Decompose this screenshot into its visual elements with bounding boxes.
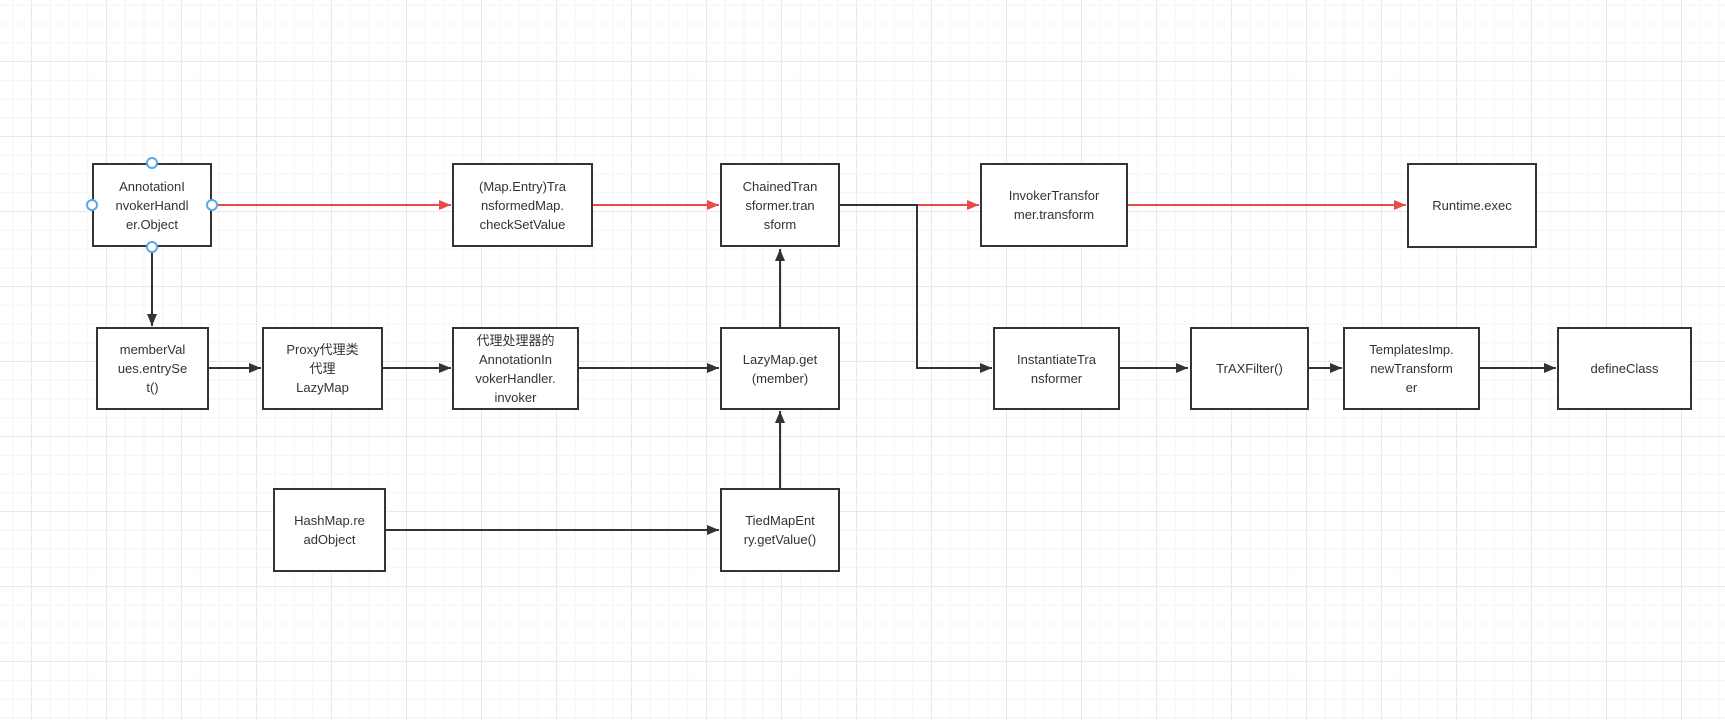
node-label: Runtime.exec bbox=[1432, 198, 1512, 213]
node-runtime-exec[interactable]: Runtime.exec bbox=[1407, 163, 1537, 248]
node-invokertransformer-transform[interactable]: InvokerTransfor mer.transform bbox=[980, 163, 1128, 247]
node-traxfilter[interactable]: TrAXFilter() bbox=[1190, 327, 1309, 410]
node-templatesimp-newtransformer[interactable]: TemplatesImp. newTransform er bbox=[1343, 327, 1480, 410]
node-label: InvokerTransfor mer.transform bbox=[1008, 188, 1100, 222]
node-defineclass[interactable]: defineClass bbox=[1557, 327, 1692, 410]
connection-handle-bottom[interactable] bbox=[146, 241, 158, 253]
node-annotation-invoker-handler-object[interactable]: AnnotationI nvokerHandl er.Object bbox=[92, 163, 212, 247]
node-label: ChainedTran sformer.tran sform bbox=[742, 178, 818, 232]
edge-chainedtransformer-to-instantiatetransformer[interactable] bbox=[840, 204, 992, 373]
node-label: HashMap.re adObject bbox=[294, 513, 365, 547]
node-proxy-lazymap[interactable]: Proxy代理类 代理 LazyMap bbox=[262, 327, 383, 410]
node-hashmap-readobject[interactable]: HashMap.re adObject bbox=[273, 488, 386, 572]
node-label: defineClass bbox=[1590, 361, 1659, 376]
node-chainedtransformer-transform[interactable]: ChainedTran sformer.tran sform bbox=[720, 163, 840, 247]
node-membervalues-entryset[interactable]: memberVal ues.entrySe t() bbox=[96, 327, 209, 410]
connection-handle-top[interactable] bbox=[146, 157, 158, 169]
connection-handle-left[interactable] bbox=[86, 199, 98, 211]
node-label: InstantiateTra nsformer bbox=[1016, 351, 1096, 386]
node-tiedmapentry-getvalue[interactable]: TiedMapEnt ry.getValue() bbox=[720, 488, 840, 572]
connection-handle-right[interactable] bbox=[206, 199, 218, 211]
node-label: LazyMap.get (member) bbox=[742, 351, 818, 386]
node-label: Proxy代理类 代理 LazyMap bbox=[286, 342, 359, 395]
node-label: TemplatesImp. newTransform er bbox=[1369, 342, 1454, 395]
node-lazymap-get-member[interactable]: LazyMap.get (member) bbox=[720, 327, 840, 410]
node-label: AnnotationI nvokerHandl er.Object bbox=[115, 178, 189, 232]
node-label: (Map.Entry)Tra nsformedMap. checkSetValu… bbox=[479, 178, 566, 232]
node-label: 代理处理器的 AnnotationIn vokerHandler. invoke… bbox=[475, 332, 556, 405]
node-label: memberVal ues.entrySe t() bbox=[117, 342, 188, 395]
node-proxy-handler-invoker[interactable]: 代理处理器的 AnnotationIn vokerHandler. invoke… bbox=[452, 327, 579, 410]
node-instantiatetransformer[interactable]: InstantiateTra nsformer bbox=[993, 327, 1120, 410]
node-label: TrAXFilter() bbox=[1216, 361, 1283, 376]
node-transformedmap-checksetvalue[interactable]: (Map.Entry)Tra nsformedMap. checkSetValu… bbox=[452, 163, 593, 247]
node-label: TiedMapEnt ry.getValue() bbox=[743, 513, 817, 547]
